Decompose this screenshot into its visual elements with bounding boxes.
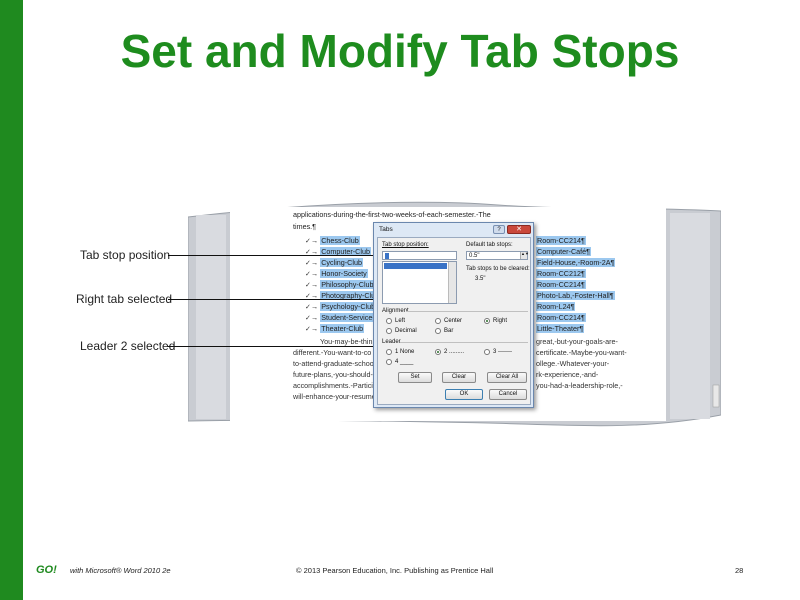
cancel-button[interactable]: Cancel: [489, 389, 527, 400]
club-name: Honor-Society: [320, 269, 368, 278]
intro-line: applications-during-the-first-two-weeks-…: [293, 210, 491, 219]
paragraph-line: rk-experience,-and-: [536, 370, 599, 379]
club-name: Theater-Club: [320, 324, 365, 333]
club-room: Room-CC214¶: [536, 313, 586, 322]
alignment-decimal-radio[interactable]: [386, 328, 392, 334]
tab-stop-list-selected[interactable]: [384, 263, 447, 269]
leader-dots-radio[interactable]: [435, 349, 441, 355]
help-button[interactable]: ?: [493, 225, 505, 234]
alignment-right-radio[interactable]: [484, 318, 490, 324]
tabs-dialog: Tabs ? ✕ Tab stop position: Default tab …: [373, 222, 534, 408]
club-room: Field-House,-Room-2A¶: [536, 258, 616, 267]
club-row: ✓→Psychology-Club: [305, 302, 377, 311]
club-room: Room-CC214¶: [536, 280, 586, 289]
club-room: Photo-Lab,-Foster-Hall¶: [536, 291, 615, 300]
dialog-title: Tabs: [379, 226, 393, 233]
clear-button[interactable]: Clear: [442, 372, 476, 383]
default-tab-stops-label: Default tab stops:: [466, 242, 513, 248]
leader-dashes-radio[interactable]: [484, 349, 490, 355]
club-room: Little-Theater¶: [536, 324, 585, 333]
club-row: ✓→Honor-Society: [305, 269, 368, 278]
alignment-left-label[interactable]: Left: [395, 318, 406, 324]
page-number: 28: [735, 566, 744, 575]
footer-subtitle: with Microsoft® Word 2010 2e: [70, 566, 171, 575]
slide-title: Set and Modify Tab Stops: [120, 25, 680, 77]
club-row: ✓→Philosophy-Club: [305, 280, 375, 289]
club-room: Room-L24¶: [536, 302, 576, 311]
leader-none-radio[interactable]: [386, 349, 392, 355]
dialog-body: Tab stop position: Default tab stops: 0.…: [377, 237, 531, 405]
paragraph-line: certificate.-Maybe-you-want-: [536, 348, 627, 357]
callout-line: [168, 346, 436, 347]
leader-dots-label[interactable]: 2 .........: [444, 349, 465, 355]
club-row: ✓→Cycling-Club: [305, 258, 363, 267]
club-name: Chess-Club: [320, 236, 360, 245]
club-row: ✓→Computer-Club: [305, 247, 371, 256]
club-row: ✓→Theater-Club: [305, 324, 365, 333]
go-logo: GO!: [36, 564, 57, 576]
word-screenshot: applications-during-the-first-two-weeks-…: [188, 195, 721, 440]
default-tab-stops-spinner[interactable]: 0.5" ▲▼: [466, 251, 529, 260]
paragraph-line: accomplishments.-Particip: [293, 381, 377, 390]
clear-all-button[interactable]: Clear All: [487, 372, 527, 383]
leader-dashes-label[interactable]: 3 -------: [493, 349, 512, 355]
ok-button[interactable]: OK: [445, 389, 483, 400]
spinner-arrows-icon[interactable]: ▲▼: [520, 252, 529, 259]
tab-stop-list[interactable]: [382, 261, 457, 304]
club-row: ✓→Student-Service-C: [305, 313, 381, 322]
club-name: Computer-Club: [320, 247, 371, 256]
left-accent-bar: [0, 0, 23, 600]
club-name: Psychology-Club: [320, 302, 377, 311]
tab-stop-list-scrollbar[interactable]: [448, 262, 456, 303]
set-button[interactable]: Set: [398, 372, 432, 383]
callout-line: [168, 255, 384, 256]
club-row: ✓→Chess-Club: [305, 236, 360, 245]
club-room: Room-CC214¶: [536, 236, 586, 245]
club-row: ✓→Photography-Club: [305, 291, 381, 300]
club-room: Room-CC212¶: [536, 269, 586, 278]
tab-stops-to-be-cleared-value: 3.5": [475, 276, 486, 282]
paragraph-line: future-plans,-you-should-f: [293, 370, 375, 379]
tab-stops-to-be-cleared-label: Tab stops to be cleared:: [466, 266, 530, 272]
intro-end: times.¶: [293, 222, 317, 231]
footer-copyright: © 2013 Pearson Education, Inc. Publishin…: [296, 566, 494, 575]
tab-stop-position-input[interactable]: [382, 251, 457, 260]
callout-leader-2: Leader 2 selected: [80, 339, 176, 353]
alignment-decimal-label[interactable]: Decimal: [395, 328, 417, 334]
alignment-label: Alignment: [382, 308, 409, 314]
alignment-right-label[interactable]: Right: [493, 318, 508, 324]
callout-right-tab: Right tab selected: [76, 292, 173, 306]
alignment-left-radio[interactable]: [386, 318, 392, 324]
leader-none-label[interactable]: 1 None: [395, 349, 415, 355]
callout-line: [168, 299, 486, 300]
club-name: Philosophy-Club: [320, 280, 375, 289]
paragraph-line: different.-You-want-to-co: [293, 348, 372, 357]
club-name: Photography-Club: [320, 291, 381, 300]
alignment-bar-label[interactable]: Bar: [444, 328, 454, 334]
club-room: Computer-Café¶: [536, 247, 591, 256]
alignment-bar-radio[interactable]: [435, 328, 441, 334]
club-name: Student-Service-C: [320, 313, 381, 322]
leader-label: Leader: [382, 339, 401, 345]
club-name: Cycling-Club: [320, 258, 363, 267]
leader-underline-radio[interactable]: [386, 359, 392, 365]
leader-underline-label[interactable]: 4 ____: [395, 359, 414, 365]
paragraph-line: great,-but-your-goals-are-: [536, 337, 618, 346]
close-button[interactable]: ✕: [507, 225, 531, 234]
paragraph-line: you-had-a-leadership-role,-: [536, 381, 623, 390]
paragraph-line: to-attend-graduate-school: [293, 359, 376, 368]
callout-tab-stop-position: Tab stop position: [80, 248, 171, 262]
paragraph-line: ollege.-Whatever-your-: [536, 359, 610, 368]
paragraph-line: You-may-be-thinki: [320, 337, 378, 346]
tab-stop-position-label: Tab stop position:: [382, 242, 429, 248]
alignment-center-radio[interactable]: [435, 318, 441, 324]
alignment-center-label[interactable]: Center: [444, 318, 463, 324]
paragraph-line: will-enhance-your-resume: [293, 392, 376, 401]
